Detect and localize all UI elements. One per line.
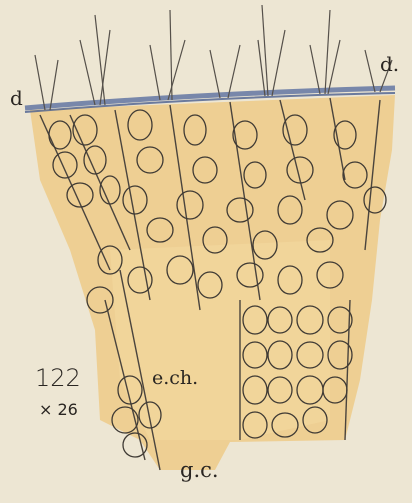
figure-number: 122	[35, 364, 81, 392]
label-gc: g.c.	[180, 458, 219, 482]
magnification-label: × 26	[39, 400, 78, 419]
label-ech: e.ch.	[152, 367, 198, 389]
tissue-wash-light	[110, 240, 330, 440]
label-d-right: d.	[380, 52, 399, 76]
label-d-left: d	[10, 86, 23, 110]
